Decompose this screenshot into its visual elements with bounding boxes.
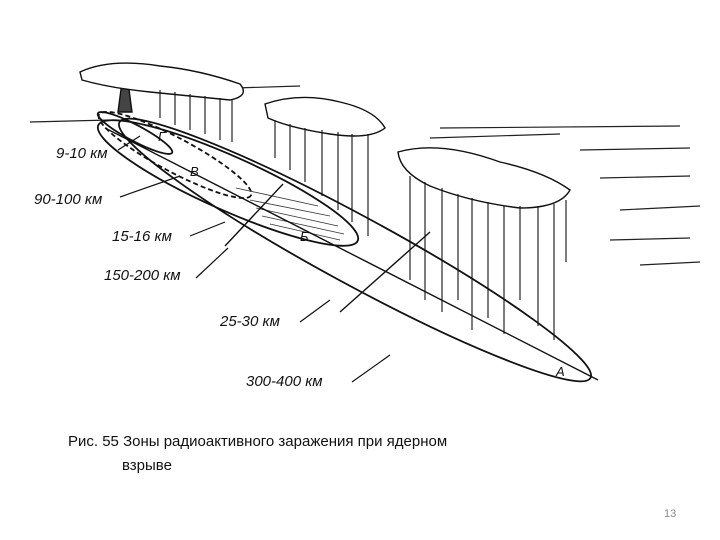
- zone-ellipses: [87, 92, 606, 408]
- zone-letter-g: Г: [158, 129, 166, 144]
- distance-label-b-width: 15-16 км: [112, 228, 172, 245]
- zone-letter-b: Б: [300, 229, 309, 244]
- caption-line-2: взрыве: [68, 454, 588, 478]
- distance-label-a-width: 25-30 км: [219, 313, 280, 330]
- leader-lines: [118, 136, 390, 382]
- zone-letter-a: А: [555, 364, 565, 379]
- caption-line-1: Рис. 55 Зоны радиоактивного заражения пр…: [68, 433, 447, 450]
- distance-label-g: 9-10 км: [56, 145, 108, 162]
- zone-letter-v: В: [190, 164, 199, 179]
- page-number: 13: [664, 508, 676, 520]
- distance-label-v: 90-100 км: [34, 191, 102, 208]
- zone-a-outline: [103, 92, 606, 408]
- distance-label-a-length: 300-400 км: [246, 373, 323, 390]
- fallout-zones-diagram: 9-10 км 90-100 км 15-16 км 150-200 км 25…: [0, 0, 720, 420]
- distance-label-b-length: 150-200 км: [104, 267, 181, 284]
- zone-b-hatching: [236, 188, 344, 240]
- figure-caption: Рис. 55 Зоны радиоактивного заражения пр…: [68, 430, 588, 478]
